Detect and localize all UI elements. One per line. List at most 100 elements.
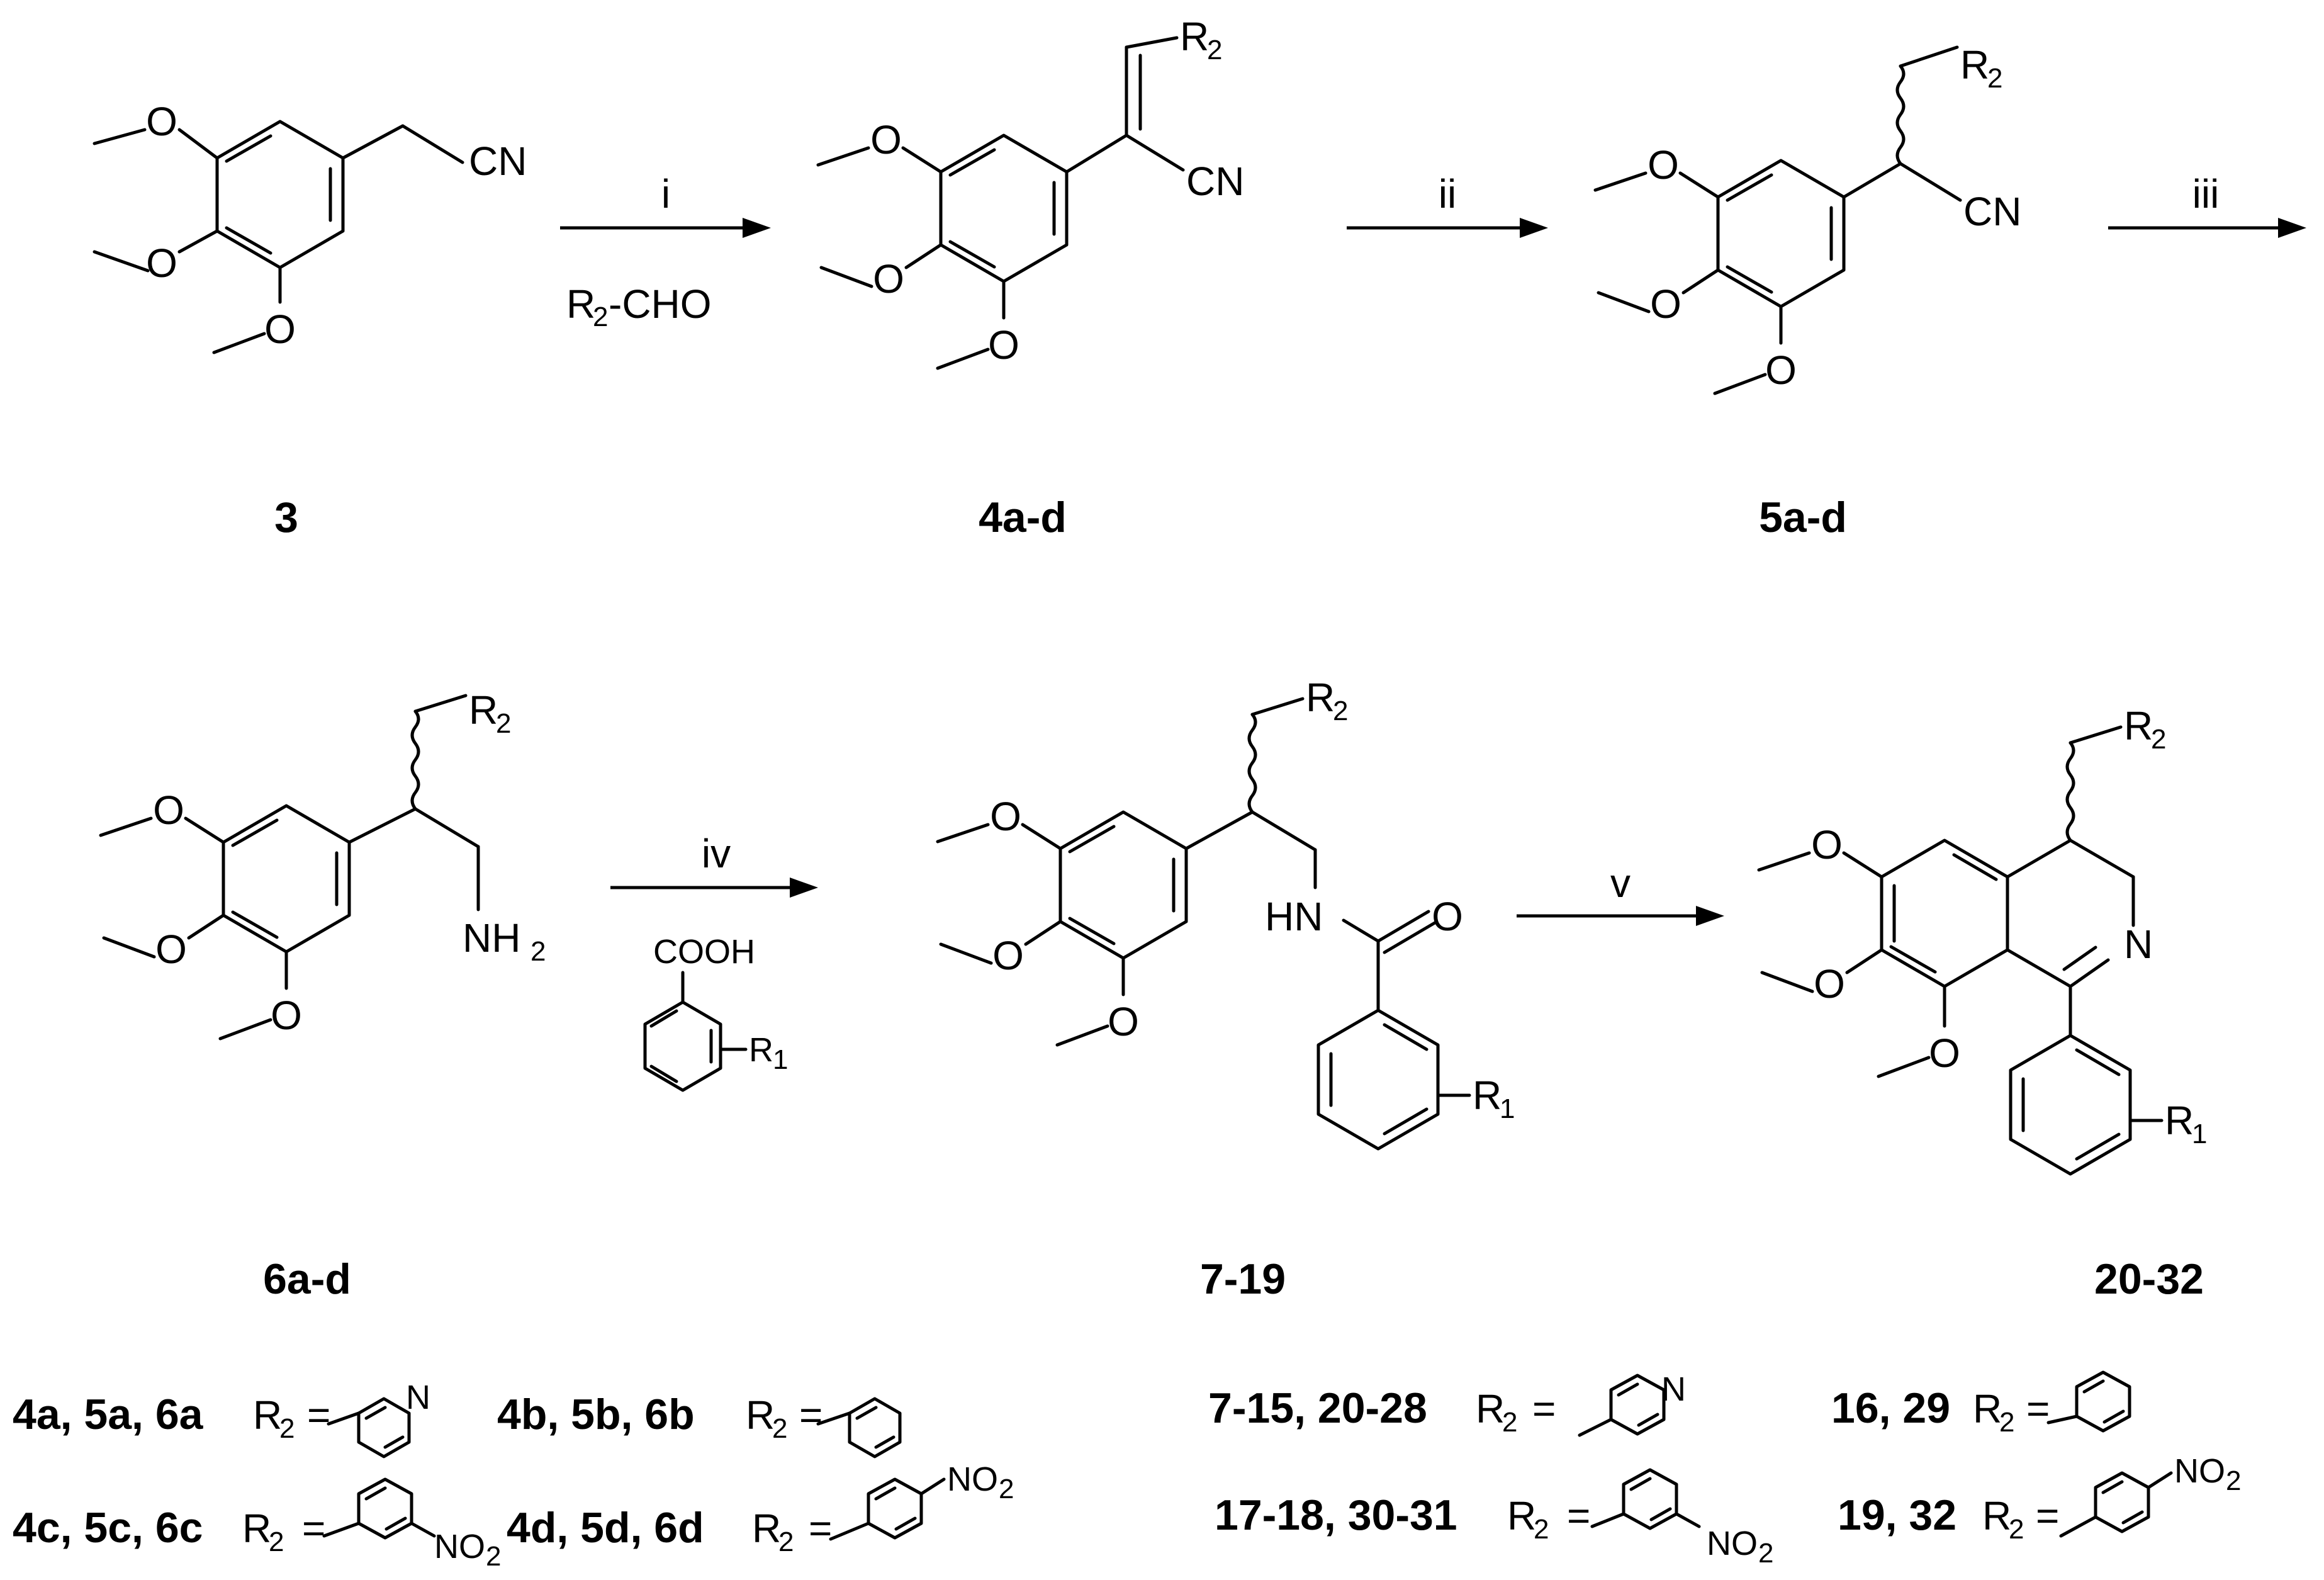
methoxy-o: O	[992, 933, 1024, 978]
amine-subscript: 2	[530, 936, 546, 967]
phenyl-substituent	[2046, 1370, 2131, 1433]
reagent-cho: -CHO	[609, 281, 712, 327]
nitro-subscript: 2	[486, 1541, 501, 1572]
methoxy-o: O	[146, 240, 177, 286]
reaction-arrow-ii: ii	[1347, 171, 1548, 238]
equals-sign: =	[1532, 1386, 1556, 1431]
legend-entry: 16, 29 R 2 =	[1831, 1370, 2131, 1438]
compound-7-structure: O O O HN O R 2 R 1 7-19	[936, 675, 1515, 1303]
methoxy-o: O	[1811, 822, 1843, 867]
r1-group: R	[1473, 1073, 1502, 1118]
amide-nh-label: HN	[1265, 894, 1323, 939]
r1-group: R	[749, 1031, 773, 1069]
r-subscript: 2	[269, 1526, 284, 1557]
nitrophenyl-substituent: NO 2	[2059, 1452, 2241, 1538]
r-subscript: 2	[1502, 1407, 1517, 1438]
carbonyl-o-label: O	[1432, 894, 1463, 939]
methoxy-o: O	[1929, 1030, 1960, 1076]
legend-entry: 4a, 5a, 6a R 2 = N	[13, 1379, 430, 1459]
compound-3-structure: O O O CN 3	[93, 99, 527, 541]
nitrophenyl-substituent: NO 2	[829, 1460, 1014, 1541]
r-group: R	[2124, 703, 2153, 748]
pyridine-n: N	[406, 1379, 430, 1416]
r-group: R	[469, 687, 498, 733]
pyridyl-substituent: N	[1578, 1370, 1686, 1437]
r-group: R	[1180, 14, 1209, 59]
step-label: iv	[702, 831, 731, 876]
carboxylic-acid-label: COOH	[653, 933, 755, 971]
pyridine-n: N	[1661, 1370, 1686, 1408]
r-subscript: 2	[2151, 724, 2166, 755]
methoxy-o: O	[1765, 347, 1797, 393]
legend-compounds: 7-15, 20-28	[1208, 1384, 1427, 1432]
r-group: R	[746, 1392, 775, 1438]
methoxy-o: O	[271, 993, 302, 1038]
r-group: R	[752, 1506, 781, 1551]
methoxy-o: O	[990, 794, 1021, 839]
nitro-subscript: 2	[1758, 1538, 1773, 1569]
methoxy-o: O	[264, 307, 296, 352]
legend-compounds: 4c, 5c, 6c	[13, 1504, 203, 1552]
compound-20-structure: O O O N R 2 R 1 20-32	[1757, 703, 2207, 1303]
compound-id: 3	[274, 494, 298, 541]
nitro-label: NO	[2174, 1452, 2225, 1490]
amine-label: NH	[463, 915, 520, 961]
nitrophenyl-substituent: NO 2	[1590, 1468, 1773, 1569]
legend-entry: 4c, 5c, 6c R 2 = NO 2	[13, 1477, 501, 1572]
legend-entry: 4d, 5d, 6d R 2 = NO 2	[507, 1460, 1014, 1557]
r1-group: R	[2165, 1098, 2194, 1143]
reaction-arrow-iii: iii	[2108, 171, 2306, 238]
r-subscript: 2	[772, 1413, 787, 1444]
nitro-label: NO	[1707, 1525, 1758, 1562]
legend-compounds: 19, 32	[1838, 1491, 1956, 1539]
reaction-arrow-iv: iv COOH R 1	[610, 831, 818, 1092]
nitrile-label: CN	[1186, 159, 1244, 204]
methoxy-o: O	[1648, 142, 1679, 188]
r-subscript: 2	[778, 1526, 794, 1557]
r-subscript: 2	[2009, 1514, 2024, 1545]
r1-subscript: 1	[2192, 1119, 2207, 1149]
compound-id: 20-32	[2094, 1255, 2204, 1303]
step-label: i	[661, 171, 670, 217]
nitro-label: NO	[434, 1528, 485, 1566]
equals-sign: =	[302, 1506, 325, 1551]
compound-4-structure: O O O CN R 2 4a-d	[816, 14, 1244, 541]
legend-compounds: 16, 29	[1831, 1384, 1950, 1432]
step-label: v	[1610, 861, 1631, 906]
legend-entry: 4b, 5b, 6b R 2 =	[497, 1391, 902, 1459]
legend-compounds: 4d, 5d, 6d	[507, 1504, 704, 1552]
step-label: iii	[2192, 171, 2220, 217]
nitrile-label: CN	[469, 138, 527, 184]
equals-sign: =	[2036, 1493, 2059, 1538]
methoxy-o: O	[155, 927, 187, 972]
legend-entry: 17-18, 30-31 R 2 = NO 2	[1215, 1468, 1773, 1569]
r-subscript: 2	[279, 1413, 295, 1444]
reagent-r: R	[566, 281, 595, 327]
r-group: R	[1476, 1386, 1505, 1431]
reaction-arrow-i: i R 2 -CHO	[560, 171, 771, 332]
legend-entry: 7-15, 20-28 R 2 = N	[1208, 1370, 1686, 1438]
methoxy-o: O	[1814, 961, 1845, 1007]
methoxy-o: O	[873, 256, 904, 302]
reagent-subscript: 2	[593, 302, 608, 332]
r-subscript: 2	[1534, 1514, 1549, 1545]
r-subscript: 2	[1333, 696, 1348, 726]
r-subscript: 2	[1999, 1407, 2014, 1438]
r-group: R	[242, 1506, 271, 1551]
methoxy-o: O	[1108, 999, 1139, 1044]
nitro-subscript: 2	[999, 1474, 1014, 1504]
legend-compounds: 4a, 5a, 6a	[13, 1391, 204, 1438]
nitrophenyl-substituent: NO 2	[322, 1477, 501, 1572]
compound-5-structure: O O O CN R 2 5a-d	[1593, 42, 2021, 541]
legend-entry: 19, 32 R 2 = NO 2	[1838, 1452, 2241, 1545]
equals-sign: =	[2026, 1386, 2050, 1431]
r-subscript: 2	[496, 708, 511, 739]
compound-6-structure: O O O NH 2 R 2 6a-d	[99, 687, 546, 1303]
r1-subscript: 1	[773, 1044, 788, 1075]
r-group: R	[1973, 1386, 2002, 1431]
methoxy-o: O	[870, 117, 902, 162]
r-group: R	[1960, 42, 1989, 87]
reaction-arrow-v: v	[1517, 861, 1724, 926]
r1-subscript: 1	[1500, 1093, 1515, 1124]
